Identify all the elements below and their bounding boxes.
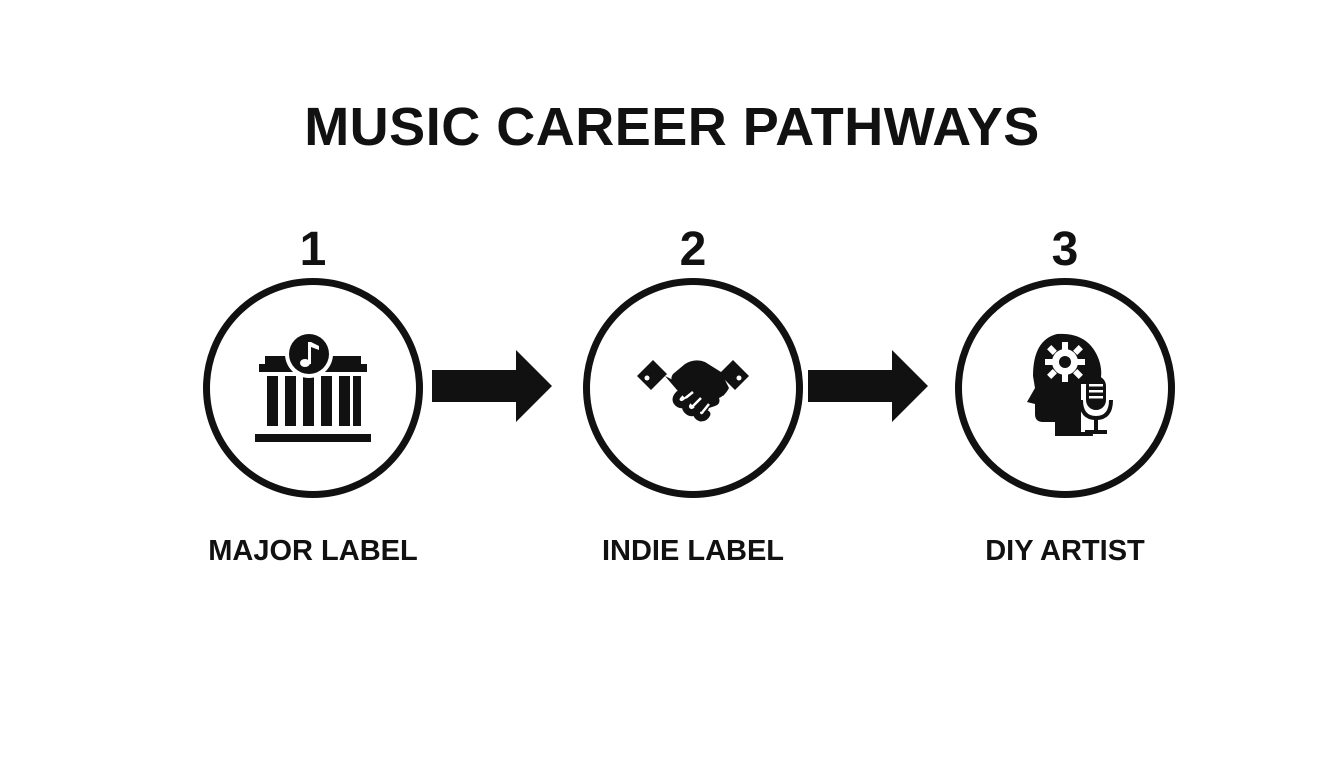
arrow-right-icon [432,350,552,422]
step-number: 3 [1051,223,1079,276]
step-diy-artist: 3 [945,0,1185,600]
step-circle [583,278,803,498]
step-circle [955,278,1175,498]
step-label: INDIE LABEL [601,535,785,567]
arrow-right-icon [808,350,928,422]
head-gear-microphone-icon [1027,333,1113,436]
step-number: 1 [299,223,327,276]
step-major-label: 1 MAJOR LABEL [193,0,433,600]
record-label-building-icon [255,330,371,442]
step-number: 2 [679,223,707,276]
step-label: MAJOR LABEL [208,535,418,567]
step-indie-label: 2 INDIE LABEL [573,0,813,600]
step-circle [203,278,423,498]
handshake-icon [637,360,749,422]
step-label: DIY ARTIST [985,535,1145,567]
diagram-title: MUSIC CAREER PATHWAYS [304,97,1040,157]
